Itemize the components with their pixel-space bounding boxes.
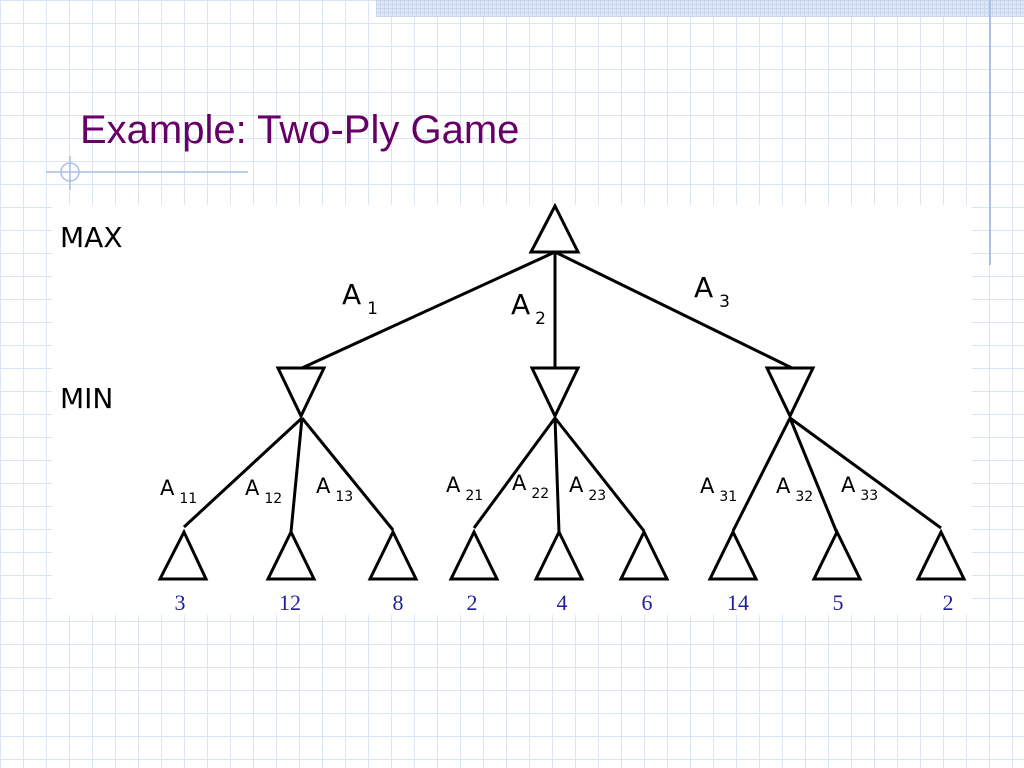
edge-a23 — [553, 417, 646, 532]
min-level-label: MIN — [60, 382, 113, 415]
leaf-value: 5 — [833, 590, 844, 615]
leaf-node — [265, 528, 317, 581]
edge-a21 — [472, 417, 557, 529]
leaf-value: 2 — [943, 590, 954, 615]
leaf-value: 8 — [393, 590, 404, 615]
max-node — [528, 202, 581, 254]
leaf-value: 6 — [642, 590, 653, 615]
edge-a3 — [554, 250, 793, 370]
leaf-node — [533, 528, 585, 581]
edge-a31 — [731, 417, 792, 532]
max-level-label: MAX — [60, 221, 123, 254]
leaf-value: 2 — [467, 590, 478, 615]
edge-a12 — [289, 417, 304, 533]
min-node-a3 — [764, 366, 816, 420]
leaf-value: 4 — [557, 590, 568, 615]
leaf-value: 14 — [727, 590, 749, 615]
edge-a13 — [300, 417, 395, 531]
leaf-node — [707, 528, 759, 581]
edge-a1 — [301, 250, 556, 370]
edge-a22 — [553, 417, 561, 533]
min-node-a2 — [529, 366, 581, 420]
slide-title: Example: Two-Ply Game — [80, 108, 520, 152]
leaf-node — [157, 528, 209, 581]
leaf-value: 12 — [279, 590, 301, 615]
leaf-node — [367, 528, 419, 581]
edge-a32 — [788, 417, 839, 534]
crosshair-ornament — [46, 156, 248, 190]
min-node-a1 — [275, 366, 327, 420]
edge-a33 — [789, 416, 942, 530]
leaf-node — [618, 528, 670, 581]
leaf-node — [448, 528, 500, 581]
leaf-node — [915, 528, 967, 581]
edge-a11 — [182, 416, 304, 529]
header-band — [376, 0, 1024, 17]
right-rule — [989, 0, 991, 265]
leaf-node — [811, 528, 863, 581]
leaf-value: 3 — [175, 590, 186, 615]
